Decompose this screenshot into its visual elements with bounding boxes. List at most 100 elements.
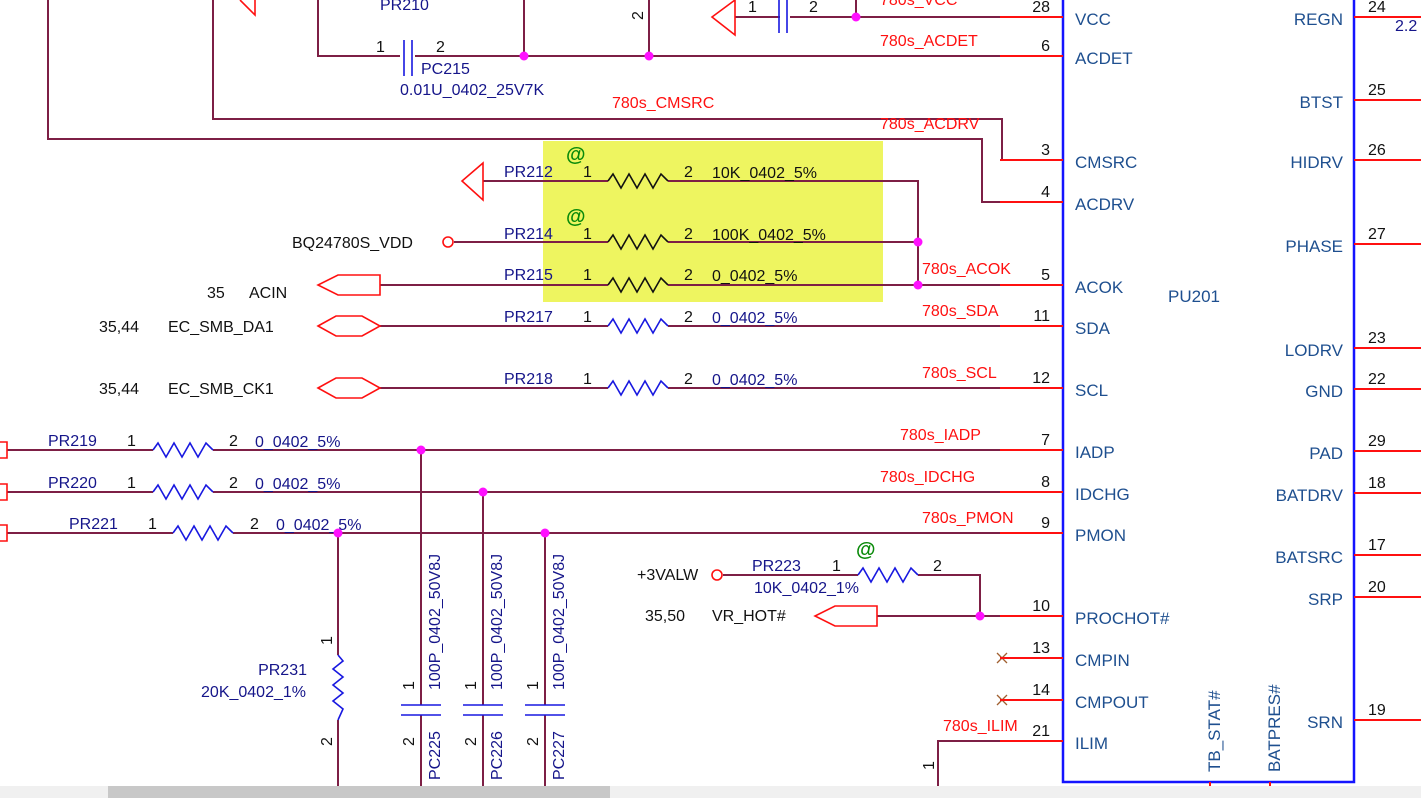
pr217-ref: PR217 — [504, 309, 553, 326]
pin-name: SRN — [1307, 713, 1343, 732]
pr212-pin1: 1 — [583, 164, 592, 181]
pr210-ref: PR210 — [380, 0, 429, 14]
pin-number: 28 — [1032, 0, 1050, 16]
pc226: 1 2 100P_0402_50V8J PC226 — [463, 487, 506, 798]
pin-number: 20 — [1368, 579, 1386, 596]
net-label-idchg: 780s_IDCHG — [880, 469, 975, 486]
pr218-pin2: 2 — [684, 371, 693, 388]
pr220-pin1: 1 — [127, 475, 136, 492]
pr212-resistor — [607, 172, 669, 190]
pu201-ref: PU201 — [1168, 287, 1220, 306]
pr214-pin2: 2 — [684, 226, 693, 243]
net-label-acdet: 780s_ACDET — [880, 33, 978, 50]
pr231-value: 20K_0402_1% — [201, 684, 306, 701]
sda-port — [316, 315, 382, 337]
pr231-resistor — [331, 654, 345, 721]
pr220-resistor — [152, 483, 214, 501]
net-label-sda: 780s_SDA — [922, 303, 999, 320]
pin-number: 5 — [1041, 267, 1050, 284]
pr223-marker: @ — [856, 539, 876, 561]
wire-pr223 — [723, 574, 981, 616]
pin-number: 7 — [1041, 432, 1050, 449]
pin-name: LODRV — [1285, 341, 1344, 360]
pin-name: SCL — [1075, 381, 1108, 400]
pin-number: 8 — [1041, 474, 1050, 491]
acin-sheet: 35 — [207, 285, 225, 302]
pin-name: IDCHG — [1075, 485, 1130, 504]
scl-port-name: EC_SMB_CK1 — [168, 381, 274, 398]
vdd-port-name: BQ24780S_VDD — [292, 235, 413, 252]
idchg-port — [0, 483, 8, 501]
vrhot-port-name: VR_HOT# — [712, 608, 786, 625]
pr219-resistor — [152, 441, 214, 459]
pc226-ref: PC226 — [489, 731, 506, 780]
pr218-resistor — [607, 379, 669, 397]
wire-acdrv — [47, 0, 1000, 203]
pc227-value: 100P_0402_50V8J — [551, 554, 568, 690]
pin-number: 26 — [1368, 142, 1386, 159]
ilim-res-pin1: 1 — [921, 761, 938, 770]
pc225-ref: PC225 — [427, 731, 444, 780]
junction — [975, 611, 985, 621]
pc227-pin2: 2 — [525, 737, 542, 746]
scrollbar-thumb[interactable] — [108, 786, 610, 798]
pr219-pin2: 2 — [229, 433, 238, 450]
pc227-ref: PC227 — [551, 731, 568, 780]
pin-name: BTST — [1300, 93, 1343, 112]
pc225-pin2: 2 — [401, 737, 418, 746]
pc215-value: 0.01U_0402_25V7K — [400, 82, 544, 99]
pin-name: ILIM — [1075, 734, 1108, 753]
pin-number: 9 — [1041, 515, 1050, 532]
pin-number: 27 — [1368, 226, 1386, 243]
pr221-pin2: 2 — [250, 516, 259, 533]
pin-number: 12 — [1032, 370, 1050, 387]
wire-ilim — [937, 740, 1000, 798]
pc215-ref: PC215 — [421, 61, 470, 78]
pin-name: BATPRES# — [1265, 684, 1284, 772]
pin-number: 3 — [1041, 142, 1050, 159]
valw-port-name: +3VALW — [637, 567, 699, 584]
pr214-pin1: 1 — [583, 226, 592, 243]
scl-port — [316, 377, 382, 399]
pin-name: SRP — [1308, 590, 1343, 609]
pr212-pin2: 2 — [684, 164, 693, 181]
vcc-cap-pin1: 1 — [748, 0, 757, 16]
pin-name: PHASE — [1285, 237, 1343, 256]
pr215-pin1: 1 — [583, 267, 592, 284]
pc215-pin2: 2 — [436, 39, 445, 56]
acin-port — [316, 274, 381, 296]
net-label-ilim: 780s_ILIM — [943, 718, 1018, 735]
wire-pr210 — [317, 0, 1000, 57]
junction — [519, 51, 529, 61]
vrhot-sheet: 35,50 — [645, 608, 685, 625]
net-label-cmsrc: 780s_CMSRC — [612, 95, 714, 112]
pu201-outline — [1061, 0, 1356, 784]
pr217-resistor — [607, 317, 669, 335]
pr219-value: 0_0402_5% — [255, 434, 340, 451]
pc226-pin2: 2 — [463, 737, 480, 746]
highlight-region — [543, 141, 883, 302]
pin-number: 22 — [1368, 371, 1386, 388]
pin-name: GND — [1305, 382, 1343, 401]
pr214-ref: PR214 — [504, 226, 553, 243]
junction — [851, 12, 861, 22]
pin-name: ACDRV — [1075, 195, 1135, 214]
pr223-pin2: 2 — [933, 558, 942, 575]
pin-name: ACOK — [1075, 278, 1124, 297]
sda-port-name: EC_SMB_DA1 — [168, 319, 274, 336]
pr212-ref: PR212 — [504, 164, 553, 181]
net-label-scl: 780s_SCL — [922, 365, 997, 382]
pr220-ref: PR220 — [48, 475, 97, 492]
pin-number: 25 — [1368, 82, 1386, 99]
pr220-value: 0_0402_5% — [255, 476, 340, 493]
pr221-pin1: 1 — [148, 516, 157, 533]
junction — [913, 237, 923, 247]
pin-name: CMPIN — [1075, 651, 1130, 670]
pr223-resistor — [857, 566, 919, 584]
pin-number: 14 — [1032, 682, 1050, 699]
horizontal-scrollbar[interactable] — [0, 786, 1421, 798]
pr219-ref: PR219 — [48, 433, 97, 450]
pr210-pin2: 2 — [630, 11, 647, 20]
pin-number: 10 — [1032, 598, 1050, 615]
